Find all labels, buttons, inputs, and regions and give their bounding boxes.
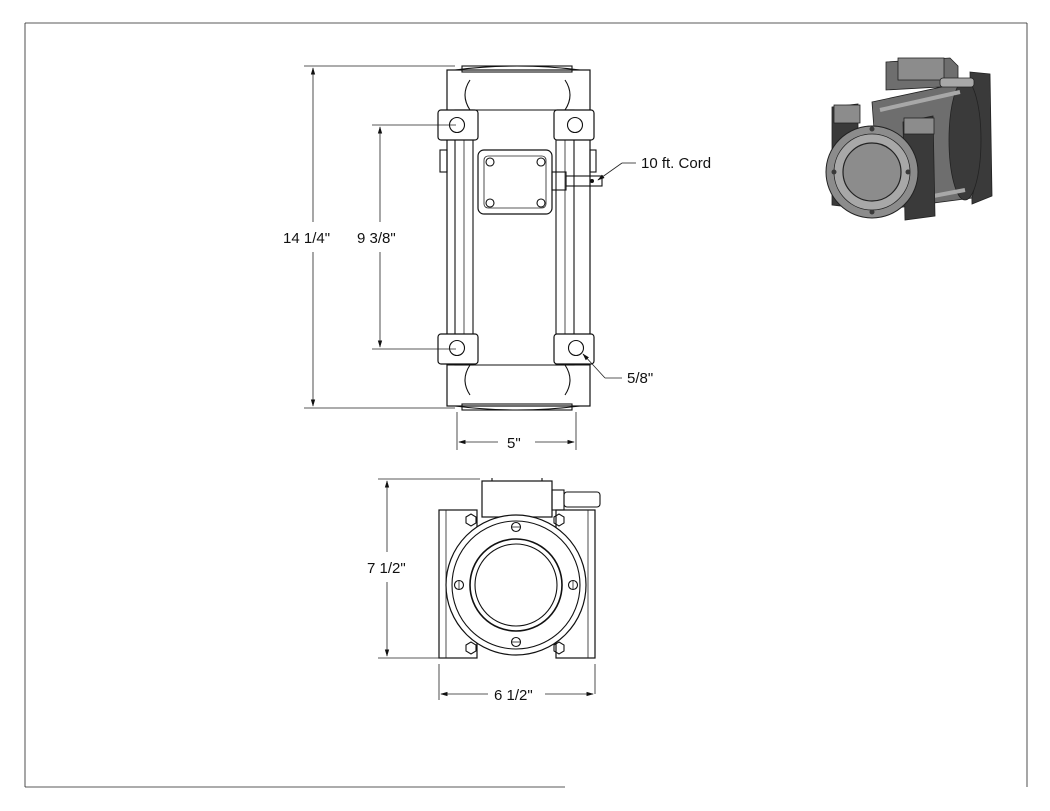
callout-hole-diameter: 5/8": [582, 353, 653, 387]
hole-diameter-label: 5/8": [627, 370, 653, 387]
end-width-label: 6 1/2": [494, 687, 533, 704]
overall-length-label: 14 1/4": [283, 230, 330, 247]
dimension-end-height: 7 1/2": [367, 478, 480, 659]
mounting-foot-top-left: [437, 109, 479, 141]
dimension-body-width: 5": [456, 412, 577, 452]
end-bore: [469, 538, 563, 632]
end-screws: [453, 521, 579, 648]
top-view: [437, 65, 603, 411]
dimension-overall-length: 14 1/4": [283, 65, 455, 409]
junction-box-plate: [477, 149, 553, 215]
end-junction-box: [481, 480, 553, 518]
mounting-foot-top-right: [553, 109, 595, 141]
end-height-label: 7 1/2": [367, 560, 406, 577]
dimension-bolt-spacing: 9 3/8": [357, 124, 456, 350]
cord-connector: [551, 171, 603, 191]
bolt-spacing-label: 9 3/8": [357, 230, 396, 247]
end-view: [438, 478, 601, 659]
dimension-end-width: 6 1/2": [438, 664, 596, 704]
sheet-border: [24, 22, 1028, 788]
end-housing: [445, 514, 587, 656]
cord-label: 10 ft. Cord: [641, 155, 711, 172]
end-cord: [563, 491, 601, 508]
body-width-label: 5": [507, 435, 521, 452]
isometric-view: [825, 57, 993, 221]
callout-cord: 10 ft. Cord: [597, 155, 711, 181]
